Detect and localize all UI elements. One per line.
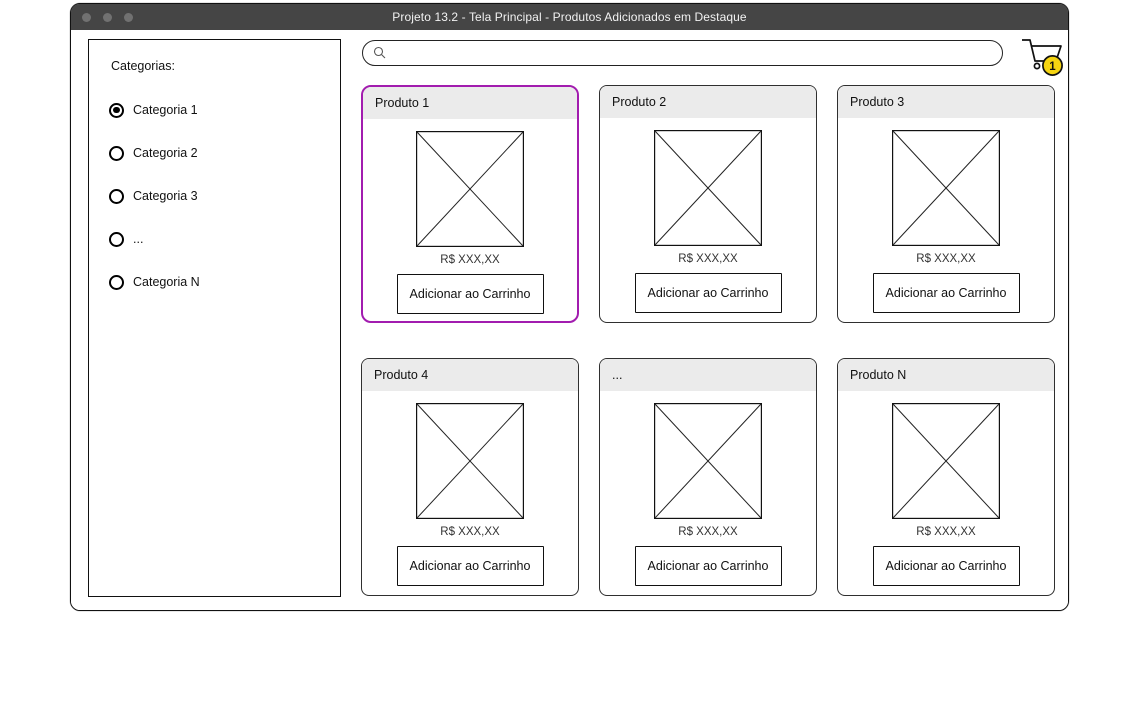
window-title: Projeto 13.2 - Tela Principal - Produtos… (392, 10, 747, 24)
window-titlebar: Projeto 13.2 - Tela Principal - Produtos… (71, 4, 1068, 30)
add-to-cart-button[interactable]: Adicionar ao Carrinho (634, 546, 782, 586)
category-radio-item[interactable]: Categoria N (109, 272, 340, 292)
image-placeholder (654, 130, 762, 246)
product-card[interactable]: Produto 4 R$ XXX,XX Adicionar ao Carrinh… (361, 358, 579, 596)
window-control-dot[interactable] (124, 12, 133, 22)
add-to-cart-button[interactable]: Adicionar ao Carrinho (872, 273, 1020, 313)
product-card-body: R$ XXX,XX Adicionar ao Carrinho (600, 391, 816, 595)
add-to-cart-button[interactable]: Adicionar ao Carrinho (396, 274, 544, 314)
category-radio-item[interactable]: ... (109, 229, 340, 249)
category-label: ... (133, 232, 144, 246)
product-title: Produto 4 (362, 359, 578, 391)
product-price: R$ XXX,XX (440, 254, 500, 266)
search-icon (373, 46, 386, 59)
category-label: Categoria 1 (133, 103, 198, 117)
app-window: Projeto 13.2 - Tela Principal - Produtos… (70, 3, 1069, 611)
image-placeholder (416, 403, 524, 519)
cart-badge-count: 1 (1049, 61, 1056, 73)
image-placeholder (892, 403, 1000, 519)
product-title: ... (600, 359, 816, 391)
product-price: R$ XXX,XX (440, 526, 500, 538)
radio-icon[interactable] (109, 102, 124, 118)
shopping-cart-icon (1022, 39, 1062, 70)
add-to-cart-button[interactable]: Adicionar ao Carrinho (634, 273, 782, 313)
product-price: R$ XXX,XX (678, 253, 738, 265)
product-card[interactable]: Produto 1 R$ XXX,XX Adicionar ao Carrinh… (361, 85, 579, 323)
product-title: Produto 3 (838, 86, 1054, 118)
category-label: Categoria 2 (133, 146, 198, 160)
image-placeholder (892, 130, 1000, 246)
product-card-body: R$ XXX,XX Adicionar ao Carrinho (600, 118, 816, 322)
product-card[interactable]: Produto 2 R$ XXX,XX Adicionar ao Carrinh… (599, 85, 817, 323)
add-to-cart-button[interactable]: Adicionar ao Carrinho (872, 546, 1020, 586)
product-price: R$ XXX,XX (678, 526, 738, 538)
category-radio-item[interactable]: Categoria 3 (109, 186, 340, 206)
product-price: R$ XXX,XX (916, 253, 976, 265)
cart-badge: 1 (1042, 55, 1063, 76)
category-radio-item[interactable]: Categoria 1 (109, 100, 340, 120)
search-bar[interactable] (362, 40, 1003, 66)
category-label: Categoria 3 (133, 189, 198, 203)
radio-icon[interactable] (109, 231, 124, 247)
add-to-cart-button[interactable]: Adicionar ao Carrinho (396, 546, 544, 586)
category-radio-item[interactable]: Categoria 2 (109, 143, 340, 163)
window-control-dot[interactable] (82, 12, 91, 22)
product-card-body: R$ XXX,XX Adicionar ao Carrinho (362, 391, 578, 595)
product-card[interactable]: Produto N R$ XXX,XX Adicionar ao Carrinh… (837, 358, 1055, 596)
window-body: Categorias: Categoria 1 Categoria 2 Cate… (71, 30, 1068, 610)
image-placeholder (416, 131, 524, 247)
product-title: Produto 2 (600, 86, 816, 118)
window-control-dot[interactable] (103, 12, 112, 22)
product-card[interactable]: ... R$ XXX,XX Adicionar ao Carrinho (599, 358, 817, 596)
product-card-body: R$ XXX,XX Adicionar ao Carrinho (838, 118, 1054, 322)
product-card-body: R$ XXX,XX Adicionar ao Carrinho (838, 391, 1054, 595)
product-grid: Produto 1 R$ XXX,XX Adicionar ao Carrinh… (361, 85, 1055, 596)
categories-heading: Categorias: (111, 59, 175, 73)
cart-button[interactable]: 1 (1019, 32, 1065, 78)
radio-icon[interactable] (109, 145, 124, 161)
product-title: Produto N (838, 359, 1054, 391)
product-card[interactable]: Produto 3 R$ XXX,XX Adicionar ao Carrinh… (837, 85, 1055, 323)
product-price: R$ XXX,XX (916, 526, 976, 538)
product-title: Produto 1 (363, 87, 577, 119)
search-input[interactable] (393, 46, 992, 60)
categories-sidebar: Categorias: Categoria 1 Categoria 2 Cate… (88, 39, 341, 597)
image-placeholder (654, 403, 762, 519)
radio-icon[interactable] (109, 188, 124, 204)
radio-icon[interactable] (109, 274, 124, 290)
window-controls (82, 4, 133, 30)
category-label: Categoria N (133, 275, 200, 289)
categories-list: Categoria 1 Categoria 2 Categoria 3 ... … (109, 100, 340, 292)
product-card-body: R$ XXX,XX Adicionar ao Carrinho (363, 119, 577, 321)
